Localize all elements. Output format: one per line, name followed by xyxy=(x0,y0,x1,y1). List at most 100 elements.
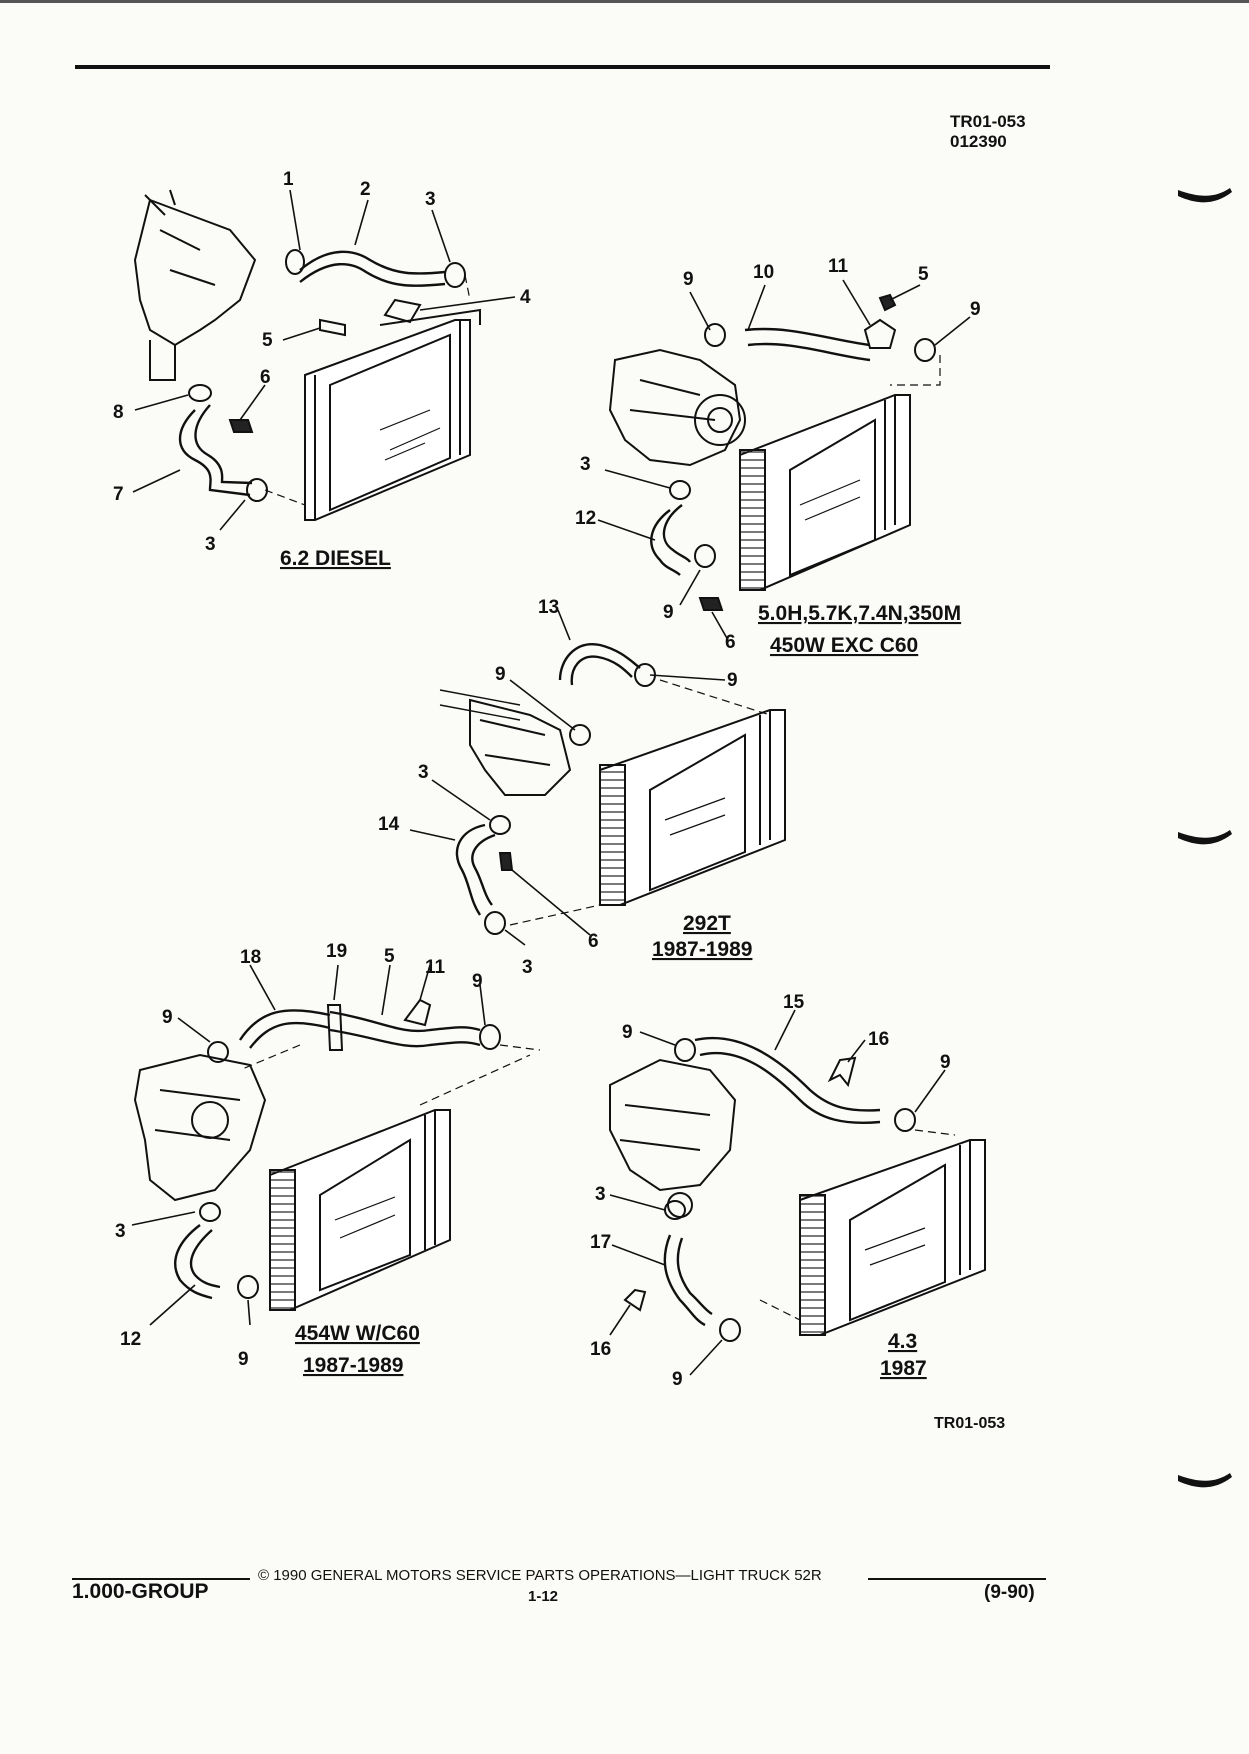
clamp-3-292b xyxy=(484,911,506,935)
callout: 6 xyxy=(588,931,599,952)
upper-hose-292t xyxy=(558,643,641,686)
clamp-9-454a xyxy=(207,1041,229,1063)
radiator-43 xyxy=(799,1139,986,1336)
callout: 18 xyxy=(240,947,261,968)
callout: 9 xyxy=(672,1369,683,1390)
footer-revision: (9-90) xyxy=(984,1582,1035,1603)
callout: 5 xyxy=(384,946,395,967)
callout: 3 xyxy=(418,762,429,783)
lower-hose-diesel xyxy=(178,404,253,497)
clamp-9-left xyxy=(704,323,726,347)
panel-gas xyxy=(597,279,971,641)
block-6b xyxy=(698,597,724,611)
callout: 3 xyxy=(580,454,591,475)
clip-16 xyxy=(827,1056,857,1088)
callout: 16 xyxy=(590,1339,611,1360)
callout: 9 xyxy=(472,971,483,992)
footer-page-number: 1-12 xyxy=(528,1588,559,1605)
pipe-454w xyxy=(329,1010,481,1048)
callout: 9 xyxy=(683,269,694,290)
callout: 3 xyxy=(115,1221,126,1242)
clamp-9-43c xyxy=(719,1318,741,1342)
callout: 6 xyxy=(260,367,271,388)
plug-5 xyxy=(319,318,346,337)
doc-code: TR01-053 xyxy=(950,112,1026,131)
clamp-3-454 xyxy=(199,1202,221,1222)
caption-454w-2: 1987-1989 xyxy=(303,1354,403,1377)
lower-hose-292t xyxy=(455,823,496,916)
caption-292t-1: 292T xyxy=(683,912,731,935)
callout: 2 xyxy=(360,179,371,200)
clamp-3-292a xyxy=(489,815,511,835)
callout: 9 xyxy=(940,1052,951,1073)
callout: 19 xyxy=(326,941,347,962)
header-rule xyxy=(75,65,1050,69)
upper-hose-gas xyxy=(744,327,871,362)
upper-hose-43 xyxy=(694,1036,881,1124)
figure-id: TR01-053 xyxy=(934,1415,1006,1432)
radiator-292t xyxy=(599,709,786,906)
callout: 9 xyxy=(162,1007,173,1028)
lower-hose-43 xyxy=(663,1234,713,1327)
clamp-9-right xyxy=(914,338,936,362)
caption-43-1: 4.3 xyxy=(888,1330,917,1353)
panel-43-labels: 15 9 16 9 3 17 16 9 4.3 1987 xyxy=(590,992,951,1390)
callout: 9 xyxy=(970,299,981,320)
caption-454w-1: 454W W/C60 xyxy=(295,1322,420,1345)
callout: 12 xyxy=(120,1329,141,1350)
callout: 3 xyxy=(425,189,436,210)
callout: 14 xyxy=(378,814,400,835)
callout: 3 xyxy=(595,1184,606,1205)
block-6 xyxy=(228,419,254,433)
callout: 11 xyxy=(828,256,849,277)
bracket-19 xyxy=(326,1004,344,1051)
lower-hose-454w xyxy=(174,1224,221,1300)
block-6c xyxy=(498,852,514,871)
bracket-4 xyxy=(383,298,422,324)
doc-date: 012390 xyxy=(950,132,1007,151)
panel-454w-labels: 18 19 5 11 9 9 3 12 9 454W W/C60 1987-19… xyxy=(115,941,483,1377)
engine-43 xyxy=(609,1058,737,1192)
plug-5b xyxy=(878,293,897,312)
footer-group: 1.000-GROUP xyxy=(72,1580,209,1603)
callout: 10 xyxy=(753,262,774,283)
upper-hose-454w xyxy=(239,1009,331,1049)
callout: 17 xyxy=(590,1232,611,1253)
clip-16b xyxy=(623,1288,647,1312)
callout: 9 xyxy=(727,670,738,691)
tstat-11 xyxy=(863,318,897,349)
callout: 16 xyxy=(868,1029,889,1050)
caption-43-2: 1987 xyxy=(880,1357,927,1380)
panel-diesel xyxy=(132,189,516,531)
callout: 1 xyxy=(283,169,294,190)
callout: 5 xyxy=(262,330,273,351)
clamp-3-lower xyxy=(246,478,268,502)
panel-43 xyxy=(609,1009,986,1376)
caption-diesel: 6.2 DIESEL xyxy=(280,547,391,570)
radiator-454w xyxy=(269,1109,451,1311)
clamp-9-454b xyxy=(479,1024,501,1050)
callout: 9 xyxy=(495,664,506,685)
footer-copyright: © 1990 GENERAL MOTORS SERVICE PARTS OPER… xyxy=(258,1567,822,1584)
callout: 6 xyxy=(725,632,736,653)
callout: 12 xyxy=(575,508,596,529)
radiator-diesel xyxy=(304,308,481,521)
engine-292t xyxy=(469,698,572,796)
clamp-9-454c xyxy=(237,1275,259,1299)
callout: 5 xyxy=(918,264,929,285)
panel-diesel-labels: 1 2 3 4 5 6 8 7 3 6.2 DIESEL xyxy=(113,169,531,570)
clamp-3b xyxy=(669,480,691,500)
panel-292t-labels: 13 9 9 3 14 6 3 292T 1987-1989 xyxy=(378,597,752,978)
clamp-9-lower xyxy=(694,544,716,568)
callout: 8 xyxy=(113,402,124,423)
caption-292t-2: 1987-1989 xyxy=(652,938,752,961)
callout: 9 xyxy=(663,602,674,623)
bracket-11 xyxy=(403,998,432,1027)
engine-454w xyxy=(133,1053,267,1202)
caption-gas-2: 450W EXC C60 xyxy=(770,634,918,657)
clamp-3-upper xyxy=(444,262,466,288)
footer-rule-right xyxy=(868,1578,1046,1580)
callout: 3 xyxy=(522,957,533,978)
clamp-9-43b xyxy=(894,1108,916,1132)
